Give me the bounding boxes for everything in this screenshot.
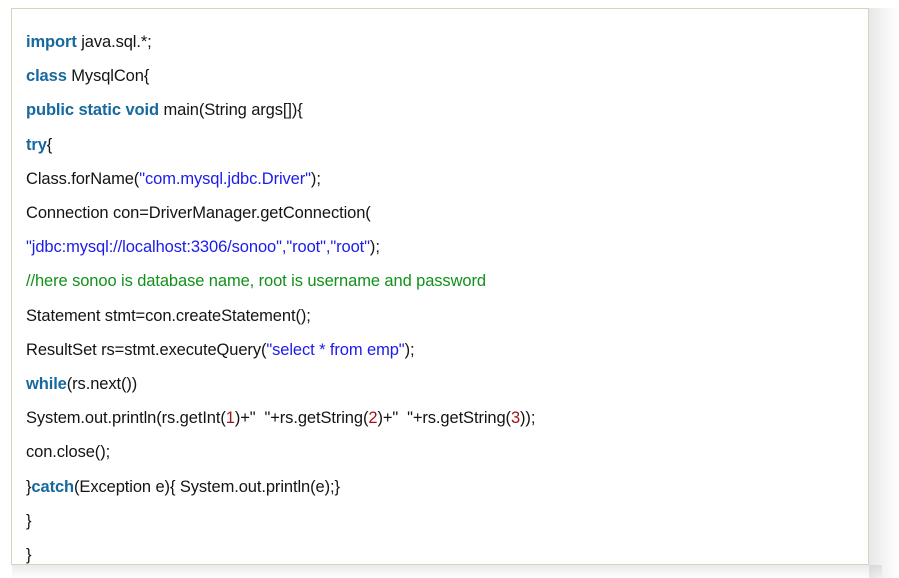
- code-token-pln: );: [404, 340, 415, 359]
- card-drop-shadow-right: [869, 8, 899, 578]
- code-token-pln: java.sql.*;: [76, 33, 152, 51]
- code-line: public static void main(String args[]){: [26, 93, 868, 127]
- code-line: }: [26, 538, 868, 565]
- code-token-pln: ResultSet rs=stmt.executeQuery(: [26, 340, 267, 359]
- code-token-pln: );: [369, 238, 380, 257]
- code-line: try{: [26, 128, 868, 162]
- code-token-kw: try: [26, 135, 47, 154]
- code-token-pln: }: [26, 546, 32, 565]
- code-line: while(rs.next()): [26, 367, 868, 401]
- code-token-pln: ));: [520, 409, 536, 428]
- code-line: "jdbc:mysql://localhost:3306/sonoo","roo…: [26, 230, 868, 264]
- code-token-pln: main(String args[]){: [158, 101, 303, 120]
- code-line: System.out.println(rs.getInt(1)+" "+rs.g…: [26, 401, 868, 435]
- code-line: con.close();: [26, 435, 868, 469]
- code-token-pln: con.close();: [26, 443, 111, 462]
- code-line: Class.forName("com.mysql.jdbc.Driver");: [26, 162, 868, 196]
- code-snippet-card: import java.sql.*;class MysqlCon{public …: [11, 8, 869, 565]
- code-line: }: [26, 504, 868, 538]
- code-token-num: 3: [510, 409, 521, 428]
- code-token-pln: )+" "+rs.getString(: [377, 409, 511, 428]
- code-token-pln: Statement stmt=con.createStatement();: [26, 306, 311, 325]
- code-token-kw: while: [26, 375, 67, 394]
- code-line: //here sonoo is database name, root is u…: [26, 264, 868, 298]
- code-line: Statement stmt=con.createStatement();: [26, 299, 868, 333]
- code-line: Connection con=DriverManager.getConnecti…: [26, 196, 868, 230]
- code-token-kw: public static void: [26, 101, 159, 120]
- code-token-pln: System.out.println(rs.getInt(: [26, 409, 226, 428]
- code-token-num: 1: [225, 409, 235, 428]
- java-code-block[interactable]: import java.sql.*;class MysqlCon{public …: [12, 9, 868, 565]
- code-token-str: "com.mysql.jdbc.Driver": [139, 169, 311, 188]
- code-token-cmt: //here sonoo is database name, root is u…: [26, 272, 486, 291]
- code-token-pln: );: [310, 169, 321, 188]
- code-token-pln: (rs.next()): [66, 375, 138, 394]
- code-token-kw: import: [26, 33, 77, 51]
- code-line: }catch(Exception e){ System.out.println(…: [26, 470, 868, 504]
- code-line: import java.sql.*;: [26, 25, 868, 59]
- code-token-pln: )+" "+rs.getString(: [234, 409, 369, 428]
- code-token-pln: Class.forName(: [26, 169, 140, 188]
- code-token-str: "jdbc:mysql://localhost:3306/sonoo","roo…: [26, 238, 370, 257]
- code-token-pln: }: [26, 511, 32, 530]
- code-token-pln: (Exception e){ System.out.println(e);}: [74, 477, 340, 496]
- code-line: ResultSet rs=stmt.executeQuery("select *…: [26, 333, 868, 367]
- code-token-num: 2: [368, 409, 378, 428]
- code-token-pln: MysqlCon{: [66, 67, 150, 86]
- code-token-kw: catch: [31, 477, 75, 496]
- code-line: class MysqlCon{: [26, 59, 868, 93]
- code-token-str: "select * from emp": [266, 340, 405, 359]
- code-token-kw: class: [26, 67, 67, 86]
- card-drop-shadow-bottom: [12, 565, 882, 578]
- code-token-pln: {: [46, 135, 53, 154]
- code-token-pln: Connection con=DriverManager.getConnecti…: [26, 204, 371, 223]
- code-token-pln: }: [26, 477, 32, 496]
